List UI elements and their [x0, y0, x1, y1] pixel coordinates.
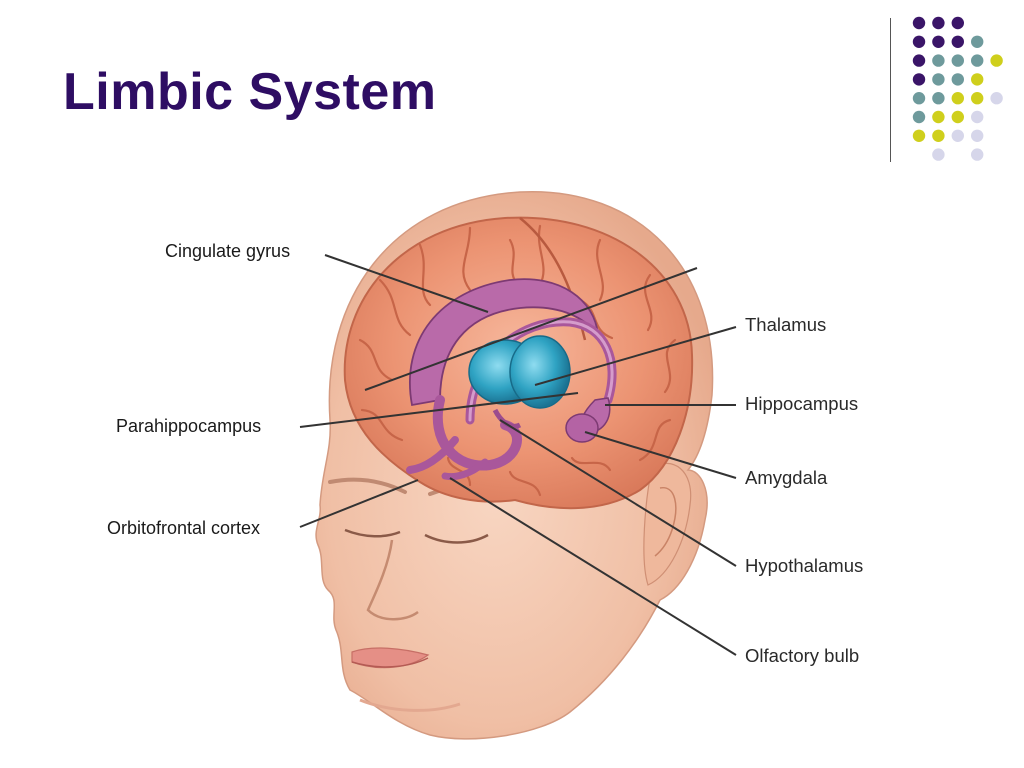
decorative-dot: [932, 129, 945, 142]
decorative-dot: [932, 54, 945, 67]
decorative-dot: [990, 92, 1003, 105]
limbic-structures: [406, 278, 617, 481]
decorative-dot: [932, 35, 945, 48]
decorative-dot: [951, 110, 964, 124]
decorative-dot: [912, 35, 926, 48]
decorative-dot: [912, 16, 926, 30]
face: [328, 477, 502, 712]
decorative-dot: [971, 92, 984, 105]
decorative-dot: [990, 54, 1003, 67]
label-cingulate-gyrus: Cingulate gyrus: [165, 241, 291, 261]
label-hippocampus: Hippocampus: [745, 393, 859, 414]
title-divider: [890, 18, 891, 162]
decorative-dot: [912, 129, 926, 142]
decorative-dot: [951, 35, 964, 48]
slide-title: Limbic System: [63, 63, 437, 121]
decorative-dot: [932, 148, 945, 161]
label-thalamus: Thalamus: [745, 314, 827, 335]
decorative-dot: [951, 129, 964, 142]
decorative-dot: [912, 73, 926, 86]
decorative-dot: [951, 16, 964, 30]
decorative-dot: [932, 73, 945, 86]
decorative-dot: [932, 110, 945, 124]
label-parahippocampus: Parahippocampus: [116, 416, 262, 436]
decorative-dot: [912, 110, 926, 124]
decorative-dot: [971, 148, 984, 161]
decorative-dot: [951, 73, 964, 86]
decorative-dot: [951, 92, 964, 105]
decorative-dot: [971, 110, 984, 124]
decorative-dot: [971, 73, 984, 86]
decorative-dot: [932, 92, 945, 105]
decorative-dot: [971, 54, 984, 67]
decorative-dot: [912, 92, 926, 105]
decorative-dot: [971, 129, 984, 142]
decorative-dot: [951, 54, 964, 67]
decorative-dot: [912, 54, 926, 67]
decorative-dot: [971, 35, 984, 48]
label-orbitofrontal-cortex: Orbitofrontal cortex: [107, 518, 261, 538]
decorative-dot-grid: [912, 16, 1003, 161]
label-amygdala: Amygdala: [745, 467, 828, 488]
leader-lines: [299, 254, 737, 656]
label-hypothalamus: Hypothalamus: [745, 555, 864, 576]
decorative-dot: [932, 16, 945, 30]
label-olfactory-bulb: Olfactory bulb: [745, 645, 860, 666]
